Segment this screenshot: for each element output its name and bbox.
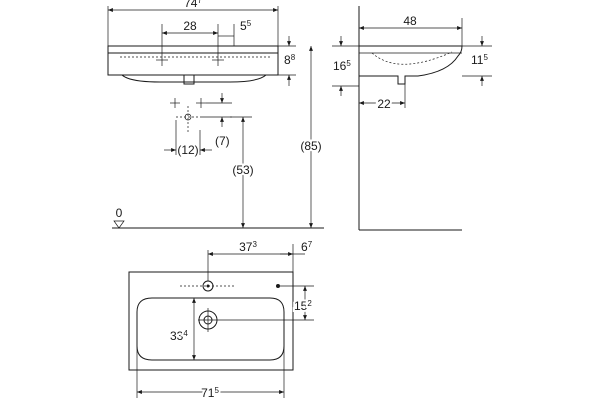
front-view: 747 28 55 88 (7) (12	[107, 0, 324, 229]
right-offset-label: 55	[240, 19, 252, 33]
overall-width-label: 747	[184, 0, 202, 10]
waste-offset-label: (12)	[177, 143, 198, 157]
rim-height-label: 88	[284, 53, 296, 67]
side-basin-outline	[359, 45, 463, 85]
waste-outlet	[183, 74, 195, 85]
waste-drop-label: (7)	[215, 134, 230, 148]
floor-level-label: 0	[116, 206, 123, 220]
bowl-width-label: 715	[201, 386, 219, 400]
top-view: 373 67 152 334 715	[128, 240, 314, 400]
depth-label: 48	[403, 14, 417, 28]
tap-spacing-label: 28	[183, 19, 197, 33]
top-basin-outline	[128, 271, 294, 371]
top-bowl-outline	[136, 297, 285, 361]
right-edge-label: 67	[301, 240, 313, 254]
tap-hole-marker-right	[212, 54, 224, 66]
waste-height-label: (53)	[232, 163, 253, 177]
waste-connection-detail	[170, 98, 206, 132]
overall-height-label: 165	[333, 59, 351, 73]
front-basin-outline	[107, 45, 279, 76]
floor-level-marker	[113, 220, 125, 229]
waste-from-wall-label: 22	[377, 97, 391, 111]
tap-from-right-label: 373	[239, 240, 257, 254]
waste-from-back-label: 152	[294, 299, 312, 313]
tap-hole-marker-left	[156, 54, 168, 66]
bowl-depth-label: 334	[170, 329, 188, 343]
side-view: 48 165 115 22	[332, 6, 492, 231]
mount-height-label: (85)	[300, 139, 321, 153]
overflow-marker	[276, 284, 280, 288]
bowl-height-label: 115	[471, 53, 488, 67]
